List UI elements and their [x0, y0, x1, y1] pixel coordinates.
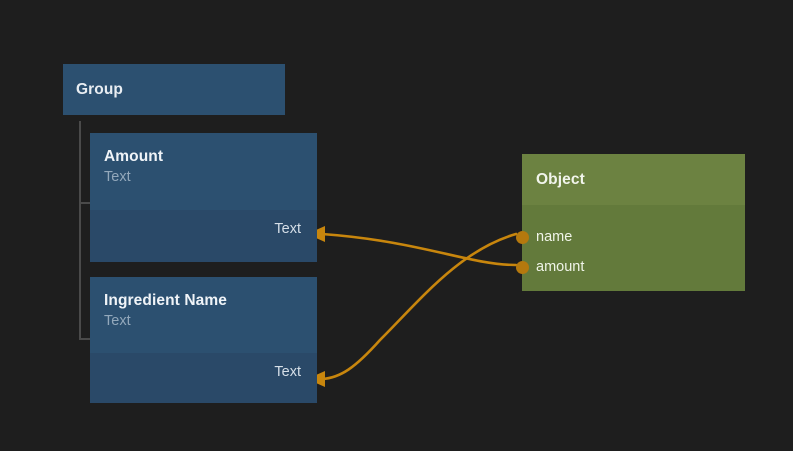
edge-amount-to-amount [320, 232, 518, 267]
group-title: Group [76, 80, 123, 98]
group-tree-tick [79, 338, 90, 340]
node-amount-port-label: Text [274, 221, 301, 237]
node-object-header[interactable]: Object [522, 154, 745, 205]
node-amount-type: Text [104, 169, 131, 185]
node-object-body: name amount [516, 205, 745, 291]
group-tree-tick [79, 202, 90, 204]
port-dot-icon[interactable] [516, 261, 529, 274]
port-dot-icon[interactable] [516, 231, 529, 244]
node-ingredient-name-title: Ingredient Name [104, 292, 227, 309]
node-ingredient-name[interactable]: Ingredient Name Text Text [90, 277, 317, 403]
node-ingredient-name-header[interactable]: Ingredient Name Text [90, 277, 317, 353]
group-header[interactable]: Group [63, 64, 285, 115]
group-tree-line [79, 121, 81, 340]
node-amount-header[interactable]: Amount Text [90, 133, 317, 210]
node-amount-title: Amount [104, 148, 164, 165]
node-object-port-name[interactable]: name [536, 229, 573, 245]
node-object-port-amount[interactable]: amount [536, 259, 585, 275]
edge-name-to-ingredient [320, 232, 518, 381]
node-ingredient-name-body[interactable]: Text [90, 353, 317, 403]
node-ingredient-name-type: Text [104, 313, 131, 329]
node-amount-body[interactable]: Text [90, 210, 317, 262]
node-ingredient-name-port-label: Text [274, 364, 301, 380]
node-object[interactable]: Object name amount [516, 154, 745, 291]
node-amount[interactable]: Amount Text Text [90, 133, 317, 262]
node-object-title: Object [536, 170, 585, 188]
